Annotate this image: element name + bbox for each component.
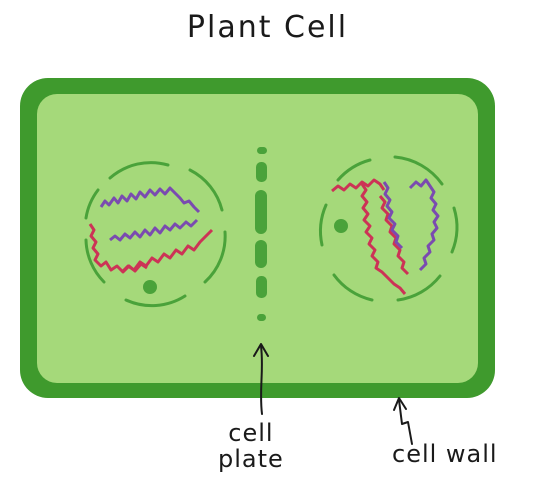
cell-plate-vesicle xyxy=(256,162,267,182)
left-nucleolus xyxy=(143,280,157,294)
right-nucleolus xyxy=(334,219,348,233)
cell-plate-vesicle xyxy=(256,276,267,298)
cell-plate-vesicle xyxy=(257,147,267,154)
cell-plate-label: cell plate xyxy=(218,420,284,472)
cell-plate-vesicle xyxy=(257,314,266,321)
cell-plate-vesicle xyxy=(255,240,267,268)
cell-wall-arrow xyxy=(394,398,412,444)
cell-plate-vesicle xyxy=(255,190,267,234)
cell-wall-label: cell wall xyxy=(392,440,498,468)
cytoplasm xyxy=(37,94,478,383)
